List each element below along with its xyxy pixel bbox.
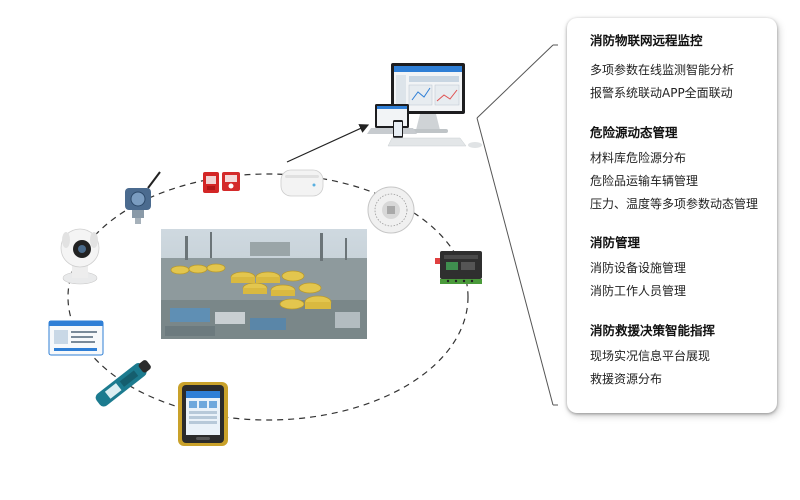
iot-controller-icon — [435, 251, 482, 284]
sound-light-alarm-icon — [367, 186, 415, 234]
section-item: 救援资源分布 — [590, 372, 663, 386]
feature-panel: 消防物联网远程监控 多项参数在线监测智能分析 报警系统联动APP全面联动 危险源… — [567, 18, 777, 413]
section-title: 消防物联网远程监控 — [590, 33, 703, 48]
section-item: 报警系统联动APP全面联动 — [590, 86, 733, 100]
section-title: 消防救援决策智能指挥 — [590, 323, 716, 338]
section-fire-management: 消防管理 消防设备设施管理 消防工作人员管理 — [590, 235, 686, 303]
section-title: 消防管理 — [590, 235, 641, 250]
section-hazard-management: 危险源动态管理 材料库危险源分布 危险品运输车辆管理 压力、温度等多项参数动态管… — [590, 125, 758, 216]
alarm-button-icon — [203, 172, 240, 193]
section-iot-monitoring: 消防物联网远程监控 多项参数在线监测智能分析 报警系统联动APP全面联动 — [590, 33, 734, 105]
monitor-device-icon — [367, 63, 482, 148]
upload-arrow — [286, 124, 370, 163]
section-rescue-command: 消防救援决策智能指挥 现场实况信息平台展现 救援资源分布 — [590, 323, 715, 391]
section-item: 压力、温度等多项参数动态管理 — [590, 197, 759, 211]
gas-detector-icon — [95, 360, 151, 407]
section-item: 现场实况信息平台展现 — [590, 349, 711, 363]
bracket-connector — [476, 44, 558, 406]
section-item: 多项参数在线监测智能分析 — [590, 63, 735, 77]
device-loop-ring — [67, 173, 469, 421]
industrial-site-photo — [161, 229, 367, 339]
section-title: 危险源动态管理 — [590, 125, 678, 140]
pressure-transmitter-icon — [125, 171, 161, 224]
smoke-detector-icon — [280, 169, 324, 197]
section-item: 消防工作人员管理 — [590, 284, 687, 298]
section-item: 消防设备设施管理 — [590, 261, 687, 275]
section-item: 材料库危险源分布 — [590, 151, 687, 165]
id-card-icon — [48, 320, 104, 356]
section-item: 危险品运输车辆管理 — [590, 174, 699, 188]
ip-camera-icon — [60, 228, 100, 285]
rugged-phone-icon — [178, 382, 228, 446]
